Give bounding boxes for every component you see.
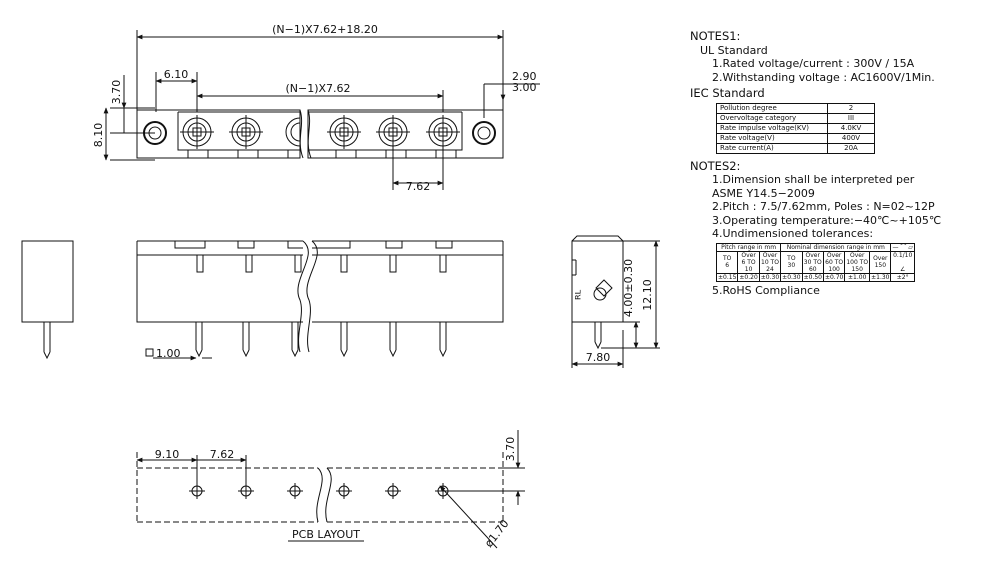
front-view <box>136 240 504 361</box>
dim-hole: ø1.70 <box>482 517 511 550</box>
dim-pcb-first: 9.10 <box>155 448 180 461</box>
pcb-layout-label: PCB LAYOUT <box>292 528 360 541</box>
note2-item-1b: ASME Y14.5−2009 <box>712 186 815 200</box>
ul-item-2: 2.Withstanding voltage : AC1600V/1Min. <box>712 70 935 84</box>
tol-value: ±0.15 <box>715 272 739 282</box>
iec-key: Overvoltage category <box>716 112 828 124</box>
iec-value: 2 <box>827 102 875 114</box>
iec-row: Rate voltage(V)400V <box>716 132 875 144</box>
iec-row: Rate current(A)20A <box>716 142 875 154</box>
pcb-labels: 9.10 7.62 3.70 ø1.70 PCB LAYOUT <box>155 437 517 550</box>
dim-side-h1: 4.00±0.30 <box>622 259 635 317</box>
iec-key: Rate impulse voltage(KV) <box>716 122 828 134</box>
dim-right-a: 2.90 <box>512 70 537 83</box>
tol-header-symbols: — ⌒ ▱ <box>890 242 915 252</box>
iec-row: Rate impulse voltage(KV)4.0KV <box>716 122 875 134</box>
ul-title: UL Standard <box>700 43 768 57</box>
dim-right-b: 3.00 <box>512 81 537 94</box>
iec-key: Rate current(A) <box>716 142 828 154</box>
dim-top-h: 3.70 <box>110 80 123 105</box>
screw-holes <box>180 115 460 149</box>
dim-side-h2: 12.10 <box>641 279 654 311</box>
dim-pin-size: 1.00 <box>156 347 181 360</box>
top-view-labels: (N−1)X7.62+18.20 6.10 (N−1)X7.62 3.70 8.… <box>92 23 537 193</box>
mounting-holes <box>143 121 496 145</box>
note2-item-3: 3.Operating temperature:−40℃~+105℃ <box>712 213 942 227</box>
iec-value: 4.0KV <box>827 122 875 134</box>
dim-height: 8.10 <box>92 123 105 148</box>
iec-title: IEC Standard <box>690 86 765 100</box>
tol-angle-value: ±2° <box>890 272 915 282</box>
side-view: ᴿᴸ <box>571 235 660 368</box>
iec-key: Pollution degree <box>716 102 828 114</box>
ul-item-1: 1.Rated voltage/current : 300V / 15A <box>712 57 915 70</box>
pcb-layout <box>136 430 525 549</box>
tol-value: ±0.70 <box>822 272 846 282</box>
side-view-labels: 12.10 4.00±0.30 7.80 <box>586 259 654 364</box>
tol-symbol-values: 0.1/10∠ <box>890 250 915 274</box>
front-view-labels: 1.00 <box>156 347 181 360</box>
note2-item-5: 5.RoHS Compliance <box>712 283 820 297</box>
dim-pitch: 7.62 <box>406 180 431 193</box>
iec-value: III <box>827 112 875 124</box>
tol-header-nominal: Nominal dimension range in mm <box>780 242 892 252</box>
iec-value: 400V <box>827 132 875 144</box>
dim-left-offset: 6.10 <box>164 68 189 81</box>
tol-header-row: Pitch range in mm Nominal dimension rang… <box>715 242 915 252</box>
dim-pitch-total: (N−1)X7.62 <box>285 82 350 95</box>
top-view <box>103 30 540 190</box>
dim-pcb-pitch: 7.62 <box>210 448 235 461</box>
iec-value: 20A <box>827 142 875 154</box>
tol-value: ±0.30 <box>780 272 803 282</box>
dim-side-w: 7.80 <box>586 351 611 364</box>
note2-item-1a: 1.Dimension shall be interpreted per <box>712 173 915 186</box>
tol-value-row: ±0.15 ±0.20 ±0.30 ±0.30 ±0.50 ±0.70 ±1.0… <box>715 272 915 282</box>
svg-text:ᴿᴸ: ᴿᴸ <box>574 289 589 300</box>
notes2-title: NOTES2: <box>690 158 741 173</box>
note2-item-2: 2.Pitch : 7.5/7.62mm, Poles : N=02~12P <box>712 200 935 213</box>
tol-value: ±1.00 <box>844 272 871 282</box>
tol-value: ±1.30 <box>869 272 892 282</box>
notes1-title: NOTES1: <box>690 29 741 43</box>
dim-overall: (N−1)X7.62+18.20 <box>272 23 378 36</box>
dim-pcb-top: 3.70 <box>504 437 517 462</box>
notes-panel: NOTES1: UL Standard 1.Rated voltage/curr… <box>690 29 990 297</box>
tolerance-table: Pitch range in mm Nominal dimension rang… <box>715 242 915 282</box>
note2-item-4: 4.Undimensioned tolerances: <box>712 227 874 240</box>
tol-value: ±0.50 <box>801 272 824 282</box>
tol-value: ±0.30 <box>758 272 782 282</box>
iec-key: Rate voltage(V) <box>716 132 828 144</box>
left-end-view <box>21 240 74 360</box>
pins <box>195 322 447 358</box>
tol-value: ±0.20 <box>737 272 760 282</box>
tol-header-pitch: Pitch range in mm <box>715 242 782 252</box>
